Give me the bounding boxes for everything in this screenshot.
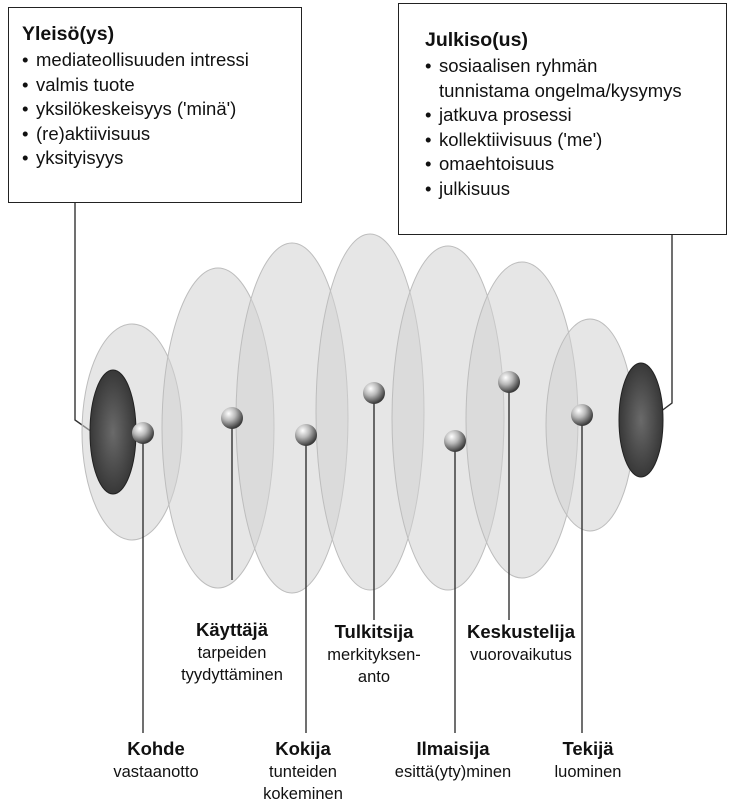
- role-name: Tulkitsija: [327, 620, 421, 644]
- list-item: sosiaalisen ryhmän: [425, 54, 726, 79]
- tekija-ball: [571, 404, 593, 426]
- list-item: mediateollisuuden intressi: [22, 48, 301, 73]
- list-item: valmis tuote: [22, 73, 301, 98]
- role-desc: merkityksen-: [327, 644, 421, 666]
- list-item: jatkuva prosessi: [425, 103, 726, 128]
- kohde-ball: [132, 422, 154, 444]
- julkiso-box: Julkiso(us) sosiaalisen ryhmän tunnistam…: [398, 3, 727, 235]
- right-end-disc: [619, 363, 663, 477]
- role-name: Kohde: [113, 737, 198, 761]
- julkiso-connector: [660, 235, 672, 412]
- keskustelija-ball: [498, 371, 520, 393]
- role-desc: tarpeiden: [181, 642, 283, 664]
- role-name: Ilmaisija: [395, 737, 511, 761]
- list-item-continuation: tunnistama ongelma/kysymys: [425, 79, 726, 104]
- role-desc: luominen: [555, 761, 622, 783]
- role-tekija: Tekijä luominen: [555, 737, 622, 783]
- role-desc: vuorovaikutus: [467, 644, 575, 666]
- role-desc: vastaanotto: [113, 761, 198, 783]
- role-desc: tyydyttäminen: [181, 664, 283, 686]
- julkiso-list: sosiaalisen ryhmän tunnistama ongelma/ky…: [425, 54, 726, 201]
- role-kayttaja: Käyttäjä tarpeiden tyydyttäminen: [181, 618, 283, 686]
- role-ilmaisija: Ilmaisija esittä(yty)minen: [395, 737, 511, 783]
- yleiso-title: Yleisö(ys): [22, 22, 301, 46]
- kokija-ball: [295, 424, 317, 446]
- list-item: kollektiivisuus ('me'): [425, 128, 726, 153]
- role-desc: anto: [327, 666, 421, 688]
- list-item: yksilökeskeisyys ('minä'): [22, 97, 301, 122]
- role-name: Kokija: [263, 737, 343, 761]
- disc-stack: [82, 234, 634, 593]
- yleiso-list: mediateollisuuden intressi valmis tuote …: [22, 48, 301, 171]
- left-end-disc: [90, 370, 136, 494]
- role-desc: kokeminen: [263, 783, 343, 805]
- role-keskustelija: Keskustelija vuorovaikutus: [467, 620, 575, 666]
- role-kokija: Kokija tunteiden kokeminen: [263, 737, 343, 805]
- kayttaja-ball: [221, 407, 243, 429]
- role-desc: esittä(yty)minen: [395, 761, 511, 783]
- yleiso-box: Yleisö(ys) mediateollisuuden intressi va…: [8, 7, 302, 203]
- list-item: julkisuus: [425, 177, 726, 202]
- role-kohde: Kohde vastaanotto: [113, 737, 198, 783]
- tulkitsija-ball: [363, 382, 385, 404]
- role-tulkitsija: Tulkitsija merkityksen- anto: [327, 620, 421, 688]
- role-desc: tunteiden: [263, 761, 343, 783]
- list-item: yksityisyys: [22, 146, 301, 171]
- list-item: (re)aktiivisuus: [22, 122, 301, 147]
- role-name: Tekijä: [555, 737, 622, 761]
- ilmaisija-ball: [444, 430, 466, 452]
- role-name: Keskustelija: [467, 620, 575, 644]
- list-item: omaehtoisuus: [425, 152, 726, 177]
- role-name: Käyttäjä: [181, 618, 283, 642]
- julkiso-title: Julkiso(us): [425, 28, 726, 52]
